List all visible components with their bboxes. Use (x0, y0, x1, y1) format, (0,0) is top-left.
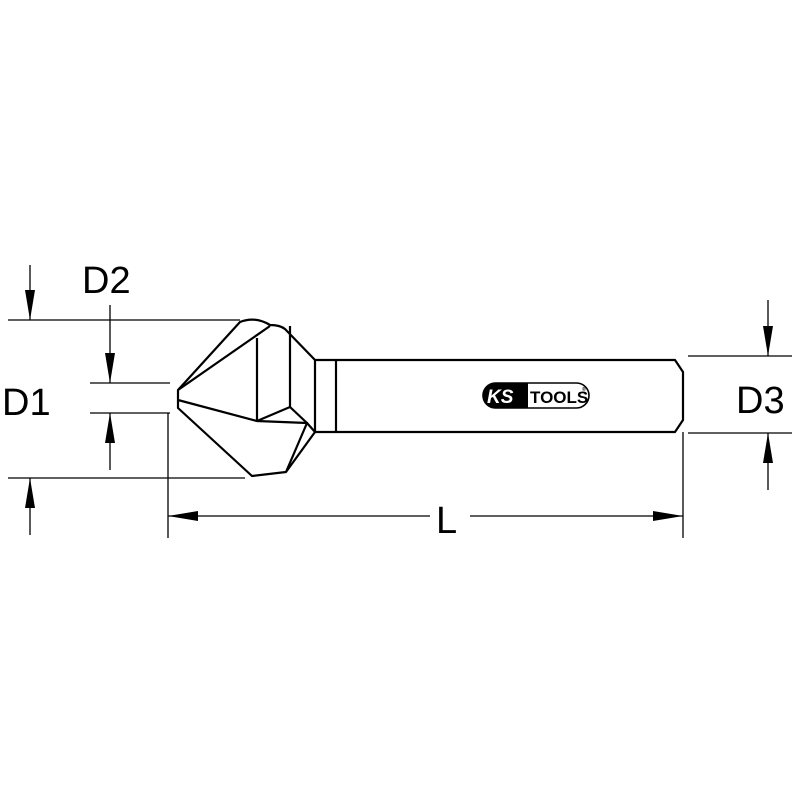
countersink-head (176, 318, 317, 478)
dimension-d3: D3 (688, 300, 792, 490)
dimension-l: L (167, 413, 684, 542)
d2-label: D2 (82, 260, 131, 302)
shank (315, 358, 685, 434)
l-label: L (436, 500, 457, 542)
dimension-d2: D2 (82, 260, 170, 470)
d3-label: D3 (736, 380, 785, 422)
logo-ks-text: KS (487, 387, 514, 408)
d1-label: D1 (2, 382, 51, 424)
dimension-d1: D1 (2, 265, 245, 535)
logo-tools-text: TOOLS (530, 388, 588, 407)
logo-registered-mark: ® (582, 386, 586, 393)
ks-tools-logo: KS TOOLS ® (482, 382, 590, 409)
